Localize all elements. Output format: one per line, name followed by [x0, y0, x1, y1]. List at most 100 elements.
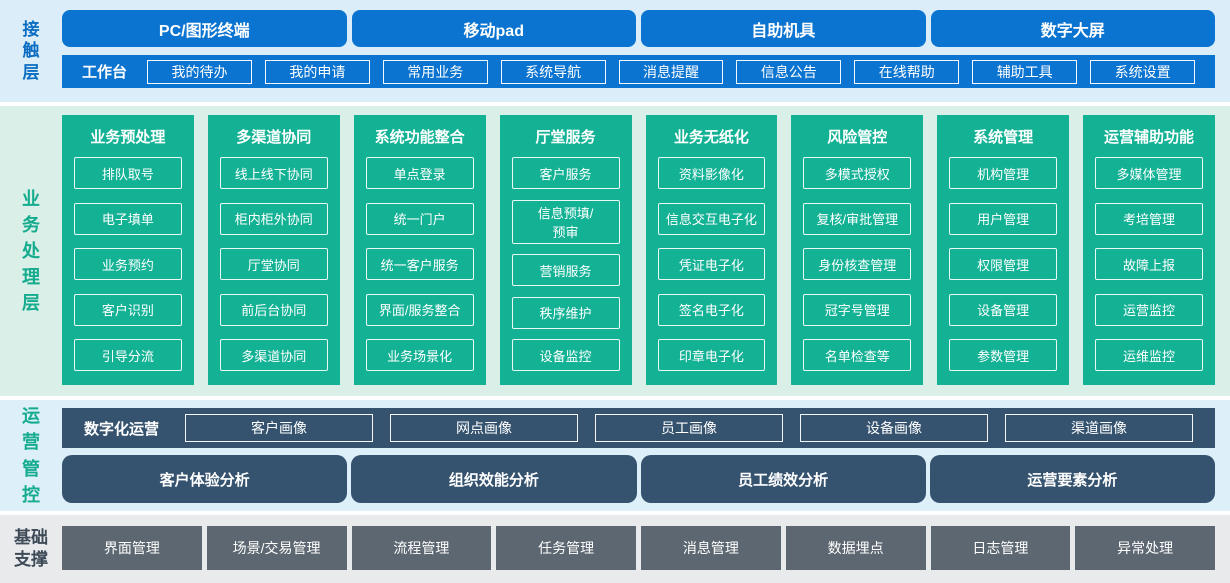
- workbench-item: 消息提醒: [618, 59, 724, 84]
- digital-operations-bar: 数字化运营 客户画像 网点画像 员工画像 设备画像 渠道画像: [62, 408, 1215, 448]
- contact-layer: 接 触 层 PC/图形终端 移动pad 自助机具 数字大屏 工作台 我的待办 我…: [0, 0, 1230, 102]
- business-item: 客户服务: [511, 157, 620, 189]
- business-item: 运维监控: [1095, 339, 1203, 371]
- business-item: 线上线下协同: [219, 157, 328, 189]
- business-item: 复核/审批管理: [803, 202, 912, 235]
- business-column-items: 机构管理 用户管理 权限管理 设备管理 参数管理: [949, 157, 1058, 371]
- business-column: 业务预处理 排队取号 电子填单 业务预约 客户识别 引导分流: [62, 115, 194, 385]
- digital-operations-label: 数字化运营: [84, 420, 160, 438]
- terminal-row: PC/图形终端 移动pad 自助机具 数字大屏: [62, 0, 1215, 47]
- business-item: 故障上报: [1095, 248, 1203, 280]
- business-column-title: 风险管控: [827, 129, 888, 146]
- business-item: 考培管理: [1095, 202, 1203, 235]
- foundation-item: 流程管理: [351, 526, 492, 570]
- foundation-item: 异常处理: [1075, 526, 1215, 570]
- operations-control-layer: 运 营 管 控 数字化运营 客户画像 网点画像 员工画像 设备画像 渠道画像: [0, 400, 1230, 511]
- foundation-item: 任务管理: [496, 526, 636, 570]
- foundation-items: 界面管理 场景/交易管理 流程管理 任务管理 消息管理 数据埋点 日志管理 异常…: [62, 515, 1215, 570]
- business-item: 印章电子化: [657, 339, 766, 371]
- operations-layer-content: 数字化运营 客户画像 网点画像 员工画像 设备画像 渠道画像 客户体验分析: [62, 400, 1230, 511]
- workbench-item: 辅助工具: [972, 59, 1078, 84]
- business-item: 界面/服务整合: [365, 293, 474, 326]
- business-item: 信息预填/ 预审: [511, 199, 620, 244]
- business-item: 参数管理: [949, 339, 1058, 371]
- business-item: 统一门户: [365, 202, 474, 235]
- business-column-title: 系统管理: [973, 129, 1034, 146]
- foundation-layer-label: 基础 支撑: [14, 527, 48, 569]
- profile-item: 设备画像: [800, 414, 989, 442]
- business-item: 冠字号管理: [803, 293, 912, 326]
- business-column-items: 线上线下协同 柜内柜外协同 厅堂协同 前后台协同 多渠道协同: [219, 157, 328, 371]
- workbench-item: 在线帮助: [854, 59, 960, 84]
- business-layer-label: 业 务 处 理 层: [22, 188, 40, 314]
- profile-item: 网点画像: [390, 414, 579, 442]
- business-column: 风险管控 多模式授权 复核/审批管理 身份核查管理 冠字号管理 名单检查等: [791, 115, 924, 385]
- workbench-item: 系统导航: [500, 59, 606, 84]
- foundation-item: 界面管理: [62, 526, 202, 570]
- business-item: 设备管理: [949, 293, 1058, 326]
- workbench-item: 系统设置: [1090, 59, 1196, 84]
- business-column: 系统管理 机构管理 用户管理 权限管理 设备管理 参数管理: [937, 115, 1070, 385]
- business-item: 营销服务: [511, 254, 620, 286]
- business-column-title: 多渠道协同: [236, 129, 312, 146]
- workbench-item: 我的申请: [264, 59, 370, 84]
- foundation-item: 日志管理: [930, 526, 1071, 570]
- profile-item: 渠道画像: [1005, 414, 1194, 442]
- business-item: 业务场景化: [365, 339, 474, 371]
- business-column-title: 系统功能整合: [374, 129, 465, 146]
- analysis-box: 运营要素分析: [929, 455, 1215, 503]
- business-column-items: 排队取号 电子填单 业务预约 客户识别 引导分流: [74, 157, 182, 371]
- business-item: 厅堂协同: [219, 248, 328, 280]
- terminal-box: 自助机具: [641, 10, 926, 47]
- contact-layer-content: PC/图形终端 移动pad 自助机具 数字大屏 工作台 我的待办 我的申请 常用…: [62, 0, 1230, 102]
- business-item: 单点登录: [365, 157, 474, 189]
- foundation-support-layer: 基础 支撑 界面管理 场景/交易管理 流程管理 任务管理 消息管理 数据埋点 日…: [0, 515, 1230, 583]
- workbench-items: 我的待办 我的申请 常用业务 系统导航 消息提醒 信息公告 在线帮助 辅助工具 …: [147, 59, 1196, 84]
- business-item: 设备监控: [511, 339, 620, 371]
- foundation-item: 数据埋点: [785, 526, 926, 570]
- contact-layer-label: 接 触 层: [22, 20, 40, 82]
- business-item: 资料影像化: [657, 157, 766, 189]
- business-columns: 业务预处理 排队取号 电子填单 业务预约 客户识别 引导分流: [62, 106, 1215, 385]
- business-item: 统一客户服务: [365, 248, 474, 280]
- business-column-items: 客户服务 信息预填/ 预审 营销服务 秩序维护 设备监控: [511, 157, 620, 371]
- business-layer-content: 业务预处理 排队取号 电子填单 业务预约 客户识别 引导分流: [62, 106, 1230, 396]
- business-item: 身份核查管理: [803, 248, 912, 280]
- business-item: 前后台协同: [219, 293, 328, 326]
- business-column: 业务无纸化 资料影像化 信息交互电子化 凭证电子化 签名电子化 印章电子化: [645, 115, 778, 385]
- business-column: 多渠道协同 线上线下协同 柜内柜外协同 厅堂协同 前后台协同 多渠道协同: [207, 115, 340, 385]
- business-column-title: 业务无纸化: [673, 129, 749, 146]
- workbench-bar: 工作台 我的待办 我的申请 常用业务 系统导航 消息提醒 信息公告 在线帮助: [62, 55, 1215, 88]
- business-item: 信息交互电子化: [657, 202, 766, 235]
- business-column: 厅堂服务 客户服务 信息预填/ 预审 营销服务 秩序维护 设备监控: [499, 115, 632, 385]
- business-item: 机构管理: [949, 157, 1058, 189]
- profile-item: 客户画像: [185, 414, 374, 442]
- analysis-box: 组织效能分析: [351, 455, 637, 503]
- workbench-item: 信息公告: [736, 59, 842, 84]
- analysis-row: 客户体验分析 组织效能分析 员工绩效分析 运营要素分析: [62, 455, 1215, 503]
- business-column-items: 资料影像化 信息交互电子化 凭证电子化 签名电子化 印章电子化: [657, 157, 766, 371]
- workbench-item: 常用业务: [382, 59, 488, 84]
- operations-layer-label: 运 营 管 控: [22, 406, 40, 505]
- terminal-box: PC/图形终端: [62, 10, 347, 47]
- business-item: 名单检查等: [803, 339, 912, 371]
- business-item: 签名电子化: [657, 293, 766, 326]
- business-column: 运营辅助功能 多媒体管理 考培管理 故障上报 运营监控 运维监控: [1083, 115, 1215, 385]
- profile-item: 员工画像: [595, 414, 784, 442]
- business-item: 用户管理: [949, 202, 1058, 235]
- analysis-box: 员工绩效分析: [640, 455, 926, 503]
- business-processing-layer: 业 务 处 理 层 业务预处理 排队取号 电子填单 业务预约: [0, 106, 1230, 396]
- business-item: 客户识别: [74, 293, 182, 326]
- business-column-items: 单点登录 统一门户 统一客户服务 界面/服务整合 业务场景化: [365, 157, 474, 371]
- workbench-label: 工作台: [82, 64, 128, 81]
- business-item: 多媒体管理: [1095, 157, 1203, 189]
- terminal-box: 移动pad: [351, 10, 636, 47]
- business-column-items: 多模式授权 复核/审批管理 身份核查管理 冠字号管理 名单检查等: [803, 157, 912, 371]
- business-item: 权限管理: [949, 248, 1058, 280]
- digital-operations-items: 客户画像 网点画像 员工画像 设备画像 渠道画像: [185, 414, 1194, 442]
- foundation-layer-content: 界面管理 场景/交易管理 流程管理 任务管理 消息管理 数据埋点 日志管理 异常…: [62, 515, 1230, 583]
- business-item: 柜内柜外协同: [219, 202, 328, 235]
- analysis-box: 客户体验分析: [62, 455, 348, 503]
- business-column-items: 多媒体管理 考培管理 故障上报 运营监控 运维监控: [1095, 157, 1203, 371]
- business-item: 运营监控: [1095, 293, 1203, 326]
